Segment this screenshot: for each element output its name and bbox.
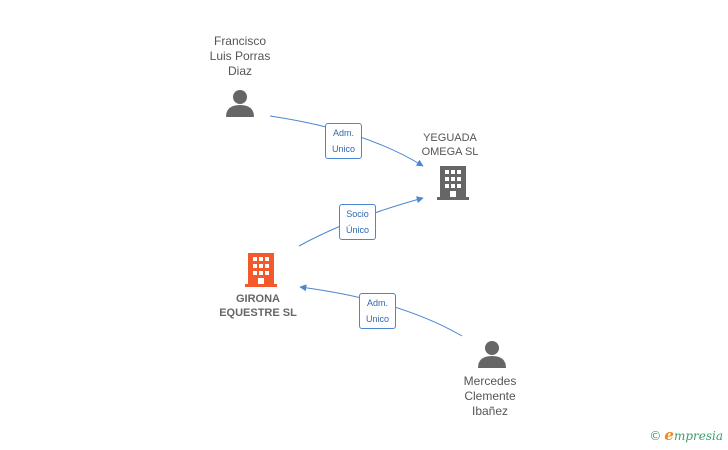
edge-label-line: Unico [332,144,356,154]
edge-label-mercedes-girona: Adm. Unico [359,293,397,329]
edge-label-line: Único [346,225,370,235]
edge-label-line: Unico [366,314,390,324]
edge-label-girona-yeguada: Socio Único [339,204,377,240]
person-name-mercedes[interactable]: Mercedes Clemente Ibañez [440,374,540,419]
person-icon[interactable] [226,90,254,117]
name-line: Luis Porras [209,49,271,63]
name-line: EQUESTRE SL [219,307,297,319]
name-line: Diaz [227,64,252,78]
name-line: Mercedes [463,374,517,388]
edge-label-line: Adm. [367,298,389,308]
edge-label-line: Socio [346,209,369,219]
person-icon[interactable] [478,341,506,368]
name-line: OMEGA SL [421,146,479,158]
brand-watermark[interactable]: ©empresia [649,426,723,444]
building-icon[interactable] [245,253,277,287]
copyright-symbol: © [649,429,662,443]
company-name-girona[interactable]: GIRONA EQUESTRE SL [208,292,308,320]
name-line: GIRONA [236,293,280,305]
brand-initial: e [664,426,674,444]
name-line: Ibañez [471,404,509,418]
name-line: YEGUADA [423,132,477,144]
person-name-francisco[interactable]: Francisco Luis Porras Diaz [190,34,290,79]
edge-label-francisco-yeguada: Adm. Unico [325,123,363,159]
name-line: Clemente [464,389,516,403]
company-name-yeguada[interactable]: YEGUADA OMEGA SL [400,131,500,159]
building-icon[interactable] [437,166,469,200]
edge-label-line: Adm. [333,128,355,138]
name-line: Francisco [213,34,266,48]
brand-name: mpresia [673,429,723,443]
